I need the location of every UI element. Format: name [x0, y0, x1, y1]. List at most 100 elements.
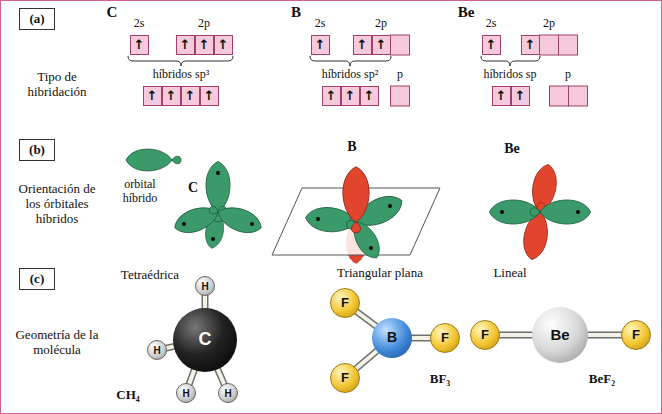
brace	[481, 56, 540, 66]
row-letter: (a)	[29, 12, 44, 26]
bond-stick	[410, 336, 432, 340]
electron-dot	[316, 217, 320, 221]
atom-symbol: H	[182, 388, 189, 399]
label-text: 2p	[543, 16, 555, 30]
text-label: Be	[452, 4, 480, 21]
atom-symbol: C	[199, 330, 212, 350]
chemical-bond	[410, 338, 432, 339]
bond-outline	[355, 350, 378, 370]
empty-orbital-cells	[391, 35, 588, 106]
label-text: CH₄	[116, 387, 139, 402]
electron-arrow: ↑	[326, 89, 337, 103]
atom-symbol: F	[341, 296, 349, 310]
text-label: BF₃	[420, 372, 460, 387]
chemical-bond	[586, 335, 623, 336]
row-tag: (b)	[19, 139, 55, 161]
row-letter: (b)	[29, 143, 45, 157]
orbital-box: ↑	[176, 35, 195, 55]
orbital-box: ↑	[181, 86, 200, 106]
label-text: Tipo de hibridación	[27, 69, 86, 99]
empty-orbital	[550, 86, 569, 106]
text-label: 2s	[479, 17, 503, 31]
hybrid-orbital	[126, 149, 181, 171]
label-text: Be	[458, 4, 475, 20]
label-text: 2p	[375, 16, 387, 30]
label-text: Geometría de la molécula	[15, 327, 98, 357]
bond-stick	[355, 350, 378, 370]
text-label: p	[392, 68, 408, 82]
electron-arrow: ↑	[345, 89, 356, 103]
text-label: híbridos sp	[468, 68, 552, 82]
electron-arrow: ↑	[364, 89, 375, 103]
text-label: Tetraédrica	[108, 268, 192, 283]
electron-dot	[388, 204, 392, 208]
sp3-orbitals	[171, 161, 265, 249]
text-label: Triangular plana	[325, 266, 435, 281]
chemical-bond	[355, 350, 378, 370]
bond-outline	[355, 311, 377, 327]
electron-arrow: ↑	[357, 38, 368, 52]
orbital-box: ↑	[353, 35, 372, 55]
orbital-box: ↑	[492, 86, 511, 106]
label-text: B	[347, 139, 356, 154]
atom-symbol: B	[387, 330, 397, 345]
electron-dots	[182, 171, 254, 241]
bond-outline	[498, 332, 534, 339]
text-label: híbridos sp²	[305, 68, 395, 82]
row-tag: (a)	[19, 8, 55, 30]
electron-dot	[182, 222, 186, 226]
label-text: 2s	[315, 16, 326, 30]
text-label: BeF₂	[579, 372, 625, 387]
orbital-box: ↑	[162, 86, 181, 106]
orbital-box: ↑	[130, 35, 149, 55]
electron-dot	[250, 222, 254, 226]
electron-arrow: ↑	[515, 89, 526, 103]
orbital-box: ↑	[214, 35, 233, 55]
label-text: BF₃	[430, 371, 451, 386]
orbital-box: ↑	[482, 35, 501, 55]
atom-symbol: H	[153, 345, 160, 356]
orbital-box: ↑	[311, 35, 330, 55]
text-label: p	[560, 68, 576, 82]
orbital-box: ↑	[322, 86, 341, 106]
atom-sphere: F	[621, 320, 651, 350]
orbital-box: ↑	[143, 86, 162, 106]
bond-stick	[498, 333, 534, 337]
bond-outline	[586, 332, 623, 339]
text-label: B	[343, 139, 361, 155]
orbital-box: ↑	[521, 35, 540, 55]
atom-sphere: F	[330, 288, 360, 318]
atom-sphere: H	[218, 383, 238, 403]
empty-orbital	[391, 86, 410, 106]
text-label: 2p	[369, 17, 393, 31]
text-label: 2p	[192, 17, 216, 31]
electron-arrow: ↑	[218, 38, 229, 52]
text-label: 2p	[537, 17, 561, 31]
text-label: 2s	[127, 17, 151, 31]
atom-symbol: Be	[550, 327, 569, 344]
electron-arrow: ↑	[315, 38, 326, 52]
label-text: híbridos sp³	[153, 67, 210, 81]
atom-symbol: H	[201, 281, 208, 292]
label-text: Be	[504, 141, 520, 156]
label-text: híbridos sp²	[322, 67, 379, 81]
electron-arrow: ↑	[134, 38, 145, 52]
orbital-box: ↑	[372, 35, 391, 55]
orbital-box: ↑	[360, 86, 379, 106]
empty-orbital	[559, 35, 578, 55]
hybrid-lobe	[206, 199, 265, 238]
atom-symbol: F	[632, 328, 640, 342]
label-text: híbridos sp	[483, 67, 536, 81]
atom-symbol: H	[224, 388, 231, 399]
text-label: C	[101, 4, 123, 21]
hybrid-lobe	[343, 210, 385, 263]
label-text: B	[291, 4, 301, 20]
electron-arrow: ↑	[496, 89, 507, 103]
orbital-box: ↑	[195, 35, 214, 55]
orbital-box: ↑	[511, 86, 530, 106]
atom-sphere: H	[195, 276, 215, 296]
sp-orbitals	[489, 200, 590, 224]
